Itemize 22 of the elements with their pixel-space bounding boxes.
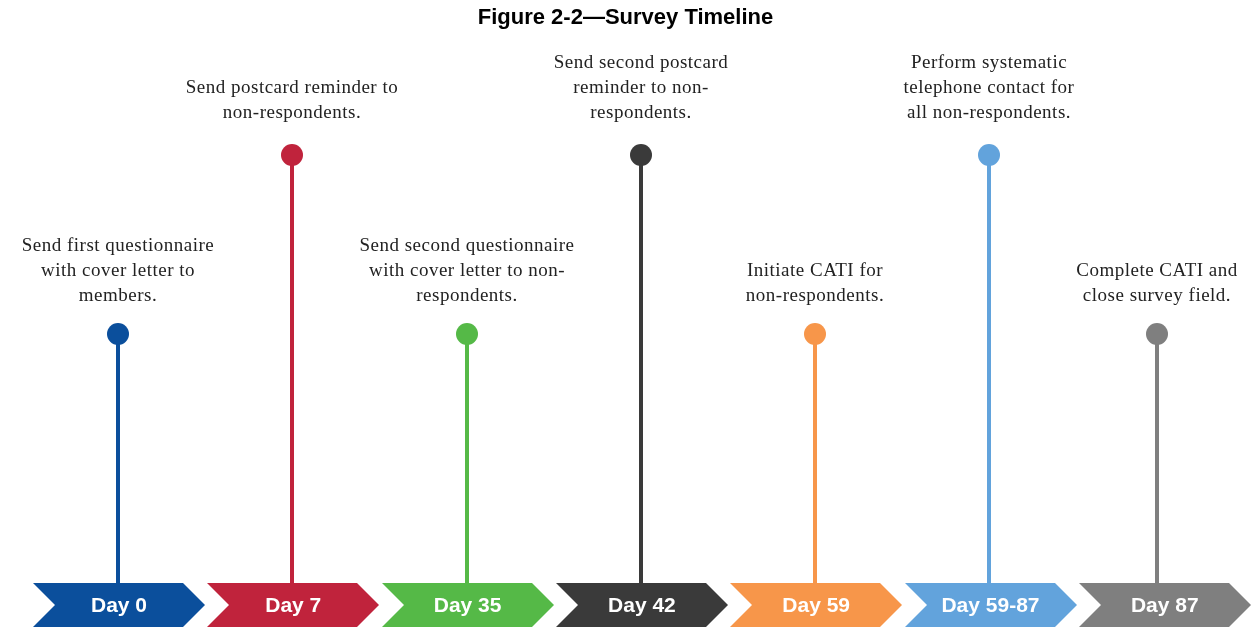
milestone-description: Perform systematic telephone contact for all non-respondents. [902, 50, 1076, 124]
timeline-segment: Day 42 [555, 583, 728, 627]
milestone-description: Initiate CATI for non-respondents. [744, 258, 886, 307]
milestone-description: Send second postcard reminder to non-respondents. [552, 50, 730, 124]
timeline-segment: Day 59-87 [904, 583, 1077, 627]
timeline-segment: Day 7 [207, 583, 380, 627]
timeline-segment: Day 87 [1078, 583, 1251, 627]
timeline-pin [630, 144, 652, 583]
timeline-pin [804, 323, 826, 583]
timeline-pin [978, 144, 1000, 583]
timeline-segment: Day 59 [730, 583, 903, 627]
figure-title: Figure 2-2—Survey Timeline [476, 4, 775, 30]
timeline-pin [1146, 323, 1168, 583]
timeline-pin [107, 323, 129, 583]
milestone-description: Send first questionnaire with cover letter to members. [20, 233, 216, 307]
milestone-description: Send postcard reminder to non-respondents. [184, 75, 400, 124]
timeline-pin [456, 323, 478, 583]
timeline-pin [281, 144, 303, 583]
timeline-segment: Day 0 [33, 583, 205, 627]
milestone-description: Complete CATI and close survey field. [1075, 258, 1239, 307]
timeline-segment: Day 35 [381, 583, 554, 627]
milestone-description: Send second questionnaire with cover letter to non-respondents. [358, 233, 576, 307]
